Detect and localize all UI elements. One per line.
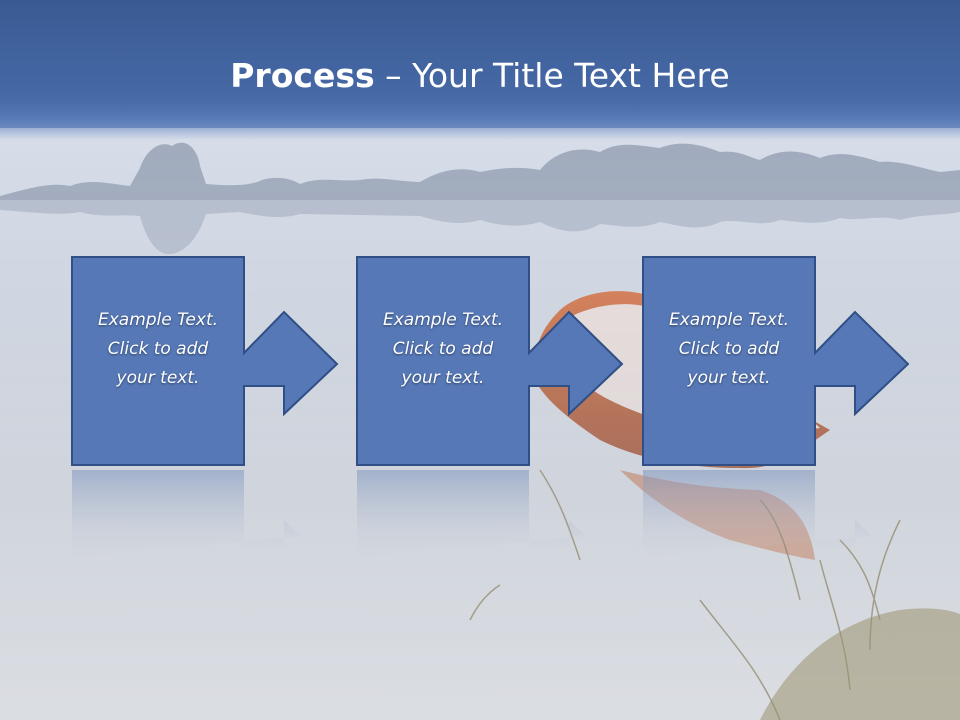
title-bold-text: Process xyxy=(230,56,375,95)
step-text-line: Click to add xyxy=(107,339,209,359)
step-text[interactable]: Example Text. Click to add your text. xyxy=(73,306,243,393)
step-text-line: your text. xyxy=(116,368,200,388)
right-arrow-icon xyxy=(71,256,339,466)
process-step-3[interactable]: Example Text. Click to add your text. xyxy=(642,256,910,468)
title-banner xyxy=(0,0,960,128)
step-text-line: Example Text. xyxy=(668,310,790,330)
title-dash: – xyxy=(374,56,413,95)
step-text-line: Click to add xyxy=(678,339,780,359)
step-text[interactable]: Example Text. Click to add your text. xyxy=(358,306,528,393)
process-step-1[interactable]: Example Text. Click to add your text. xyxy=(71,256,339,468)
step-text-line: your text. xyxy=(687,368,771,388)
right-arrow-icon xyxy=(642,256,910,466)
step-text-line: Click to add xyxy=(392,339,494,359)
step-text-line: your text. xyxy=(401,368,485,388)
title-rest-text: Your Title Text Here xyxy=(412,56,730,95)
right-arrow-icon xyxy=(356,256,624,466)
shore-grass xyxy=(760,608,960,720)
step-text[interactable]: Example Text. Click to add your text. xyxy=(644,306,814,393)
slide-title[interactable]: Process – Your Title Text Here xyxy=(0,52,960,100)
step-text-line: Example Text. xyxy=(382,310,504,330)
step-text-line: Example Text. xyxy=(97,310,219,330)
process-step-2[interactable]: Example Text. Click to add your text. xyxy=(356,256,624,468)
